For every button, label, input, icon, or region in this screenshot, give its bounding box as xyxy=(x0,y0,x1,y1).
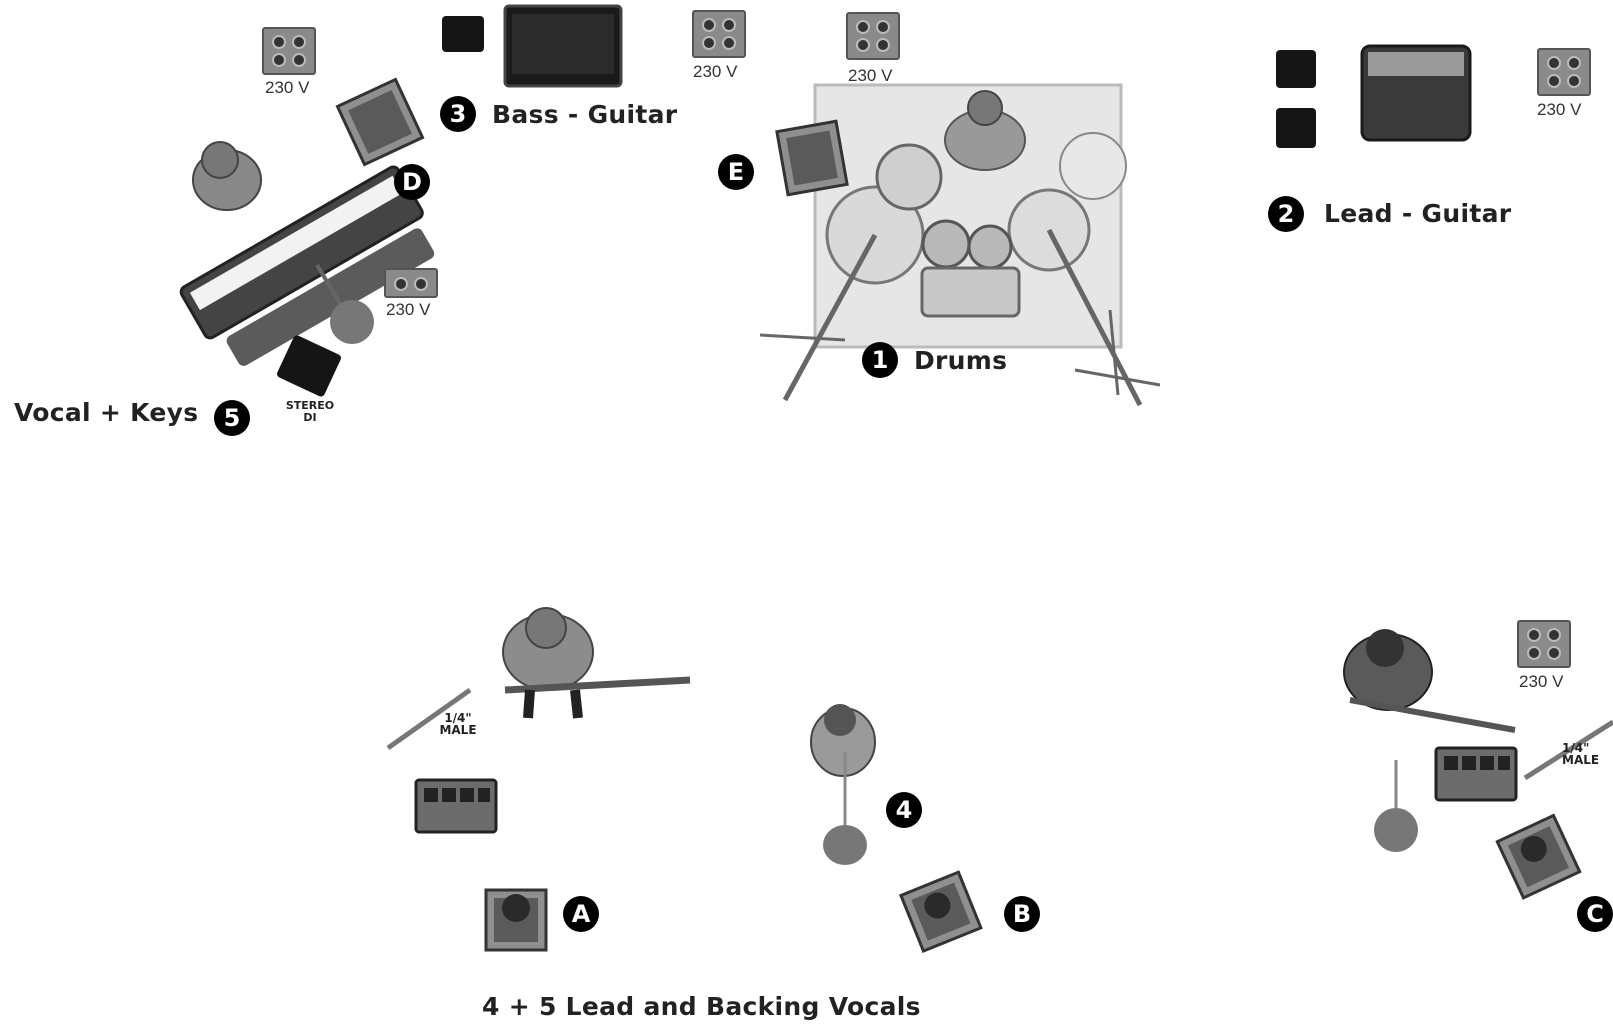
jack-cable-left xyxy=(386,687,472,751)
label-lead-backing-vocals: 4 + 5 Lead and Backing Vocals xyxy=(482,992,921,1021)
power-outlet-keys xyxy=(384,268,438,298)
badge-monitor-b: B xyxy=(1004,896,1040,932)
lead-mic-stand xyxy=(1374,808,1418,852)
jack-label-left: 1/4"MALE xyxy=(439,711,477,737)
badge-drums: 1 xyxy=(862,342,898,378)
power-outlet-keys-top xyxy=(262,27,316,75)
stereo-di-box xyxy=(277,335,341,397)
label-lead-guitar: Lead - Guitar xyxy=(1324,199,1512,228)
lead-di-box-2 xyxy=(1276,108,1316,148)
lead-di-box-1 xyxy=(1276,50,1316,88)
label-drums: Drums xyxy=(914,346,1008,375)
bass-di-box xyxy=(442,16,484,52)
power-outlet-bass xyxy=(692,10,746,58)
power-outlet-lead-bottom xyxy=(1517,620,1571,668)
badge-monitor-a: A xyxy=(563,896,599,932)
outlet-voltage-label: 230 V xyxy=(693,62,738,81)
tom-1 xyxy=(921,219,971,269)
keys-mic-stand xyxy=(330,300,374,344)
outlet-voltage-label: 230 V xyxy=(848,66,893,85)
outlet-voltage-label: 230 V xyxy=(386,300,431,319)
keyboard xyxy=(179,165,435,366)
monitor-e xyxy=(775,119,849,197)
badge-bass: 3 xyxy=(440,96,476,132)
pedalboard-right xyxy=(1434,746,1518,802)
badge-monitor-c: C xyxy=(1577,896,1613,932)
jack-cable-right xyxy=(1523,719,1613,781)
outlet-voltage-label: 230 V xyxy=(1537,100,1582,119)
monitor-d xyxy=(335,77,425,167)
monitor-b xyxy=(898,870,983,954)
badge-vocal-4: 4 xyxy=(886,792,922,828)
jack-label-right: 1/4"MALE xyxy=(1562,741,1600,767)
outlet-voltage-label: 230 V xyxy=(1519,672,1564,691)
badge-keys: 5 xyxy=(214,400,250,436)
cymbal-ride xyxy=(1059,132,1127,200)
badge-monitor-d: D xyxy=(394,164,430,200)
label-vocal-keys: Vocal + Keys xyxy=(14,398,199,427)
power-outlet-lead xyxy=(1537,48,1591,96)
label-bass-guitar: Bass - Guitar xyxy=(492,100,678,129)
power-outlet-drums xyxy=(846,12,900,60)
monitor-a xyxy=(484,888,548,952)
pedalboard-left xyxy=(414,778,498,834)
outlet-voltage-label: 230 V xyxy=(265,78,310,97)
monitor-c xyxy=(1495,813,1582,900)
tom-2 xyxy=(967,224,1013,270)
vocal-4-mic-stand xyxy=(823,825,867,865)
badge-monitor-e: E xyxy=(718,154,754,190)
kick-drum xyxy=(920,266,1021,318)
badge-lead: 2 xyxy=(1268,196,1304,232)
tom-floor-left xyxy=(875,143,943,211)
